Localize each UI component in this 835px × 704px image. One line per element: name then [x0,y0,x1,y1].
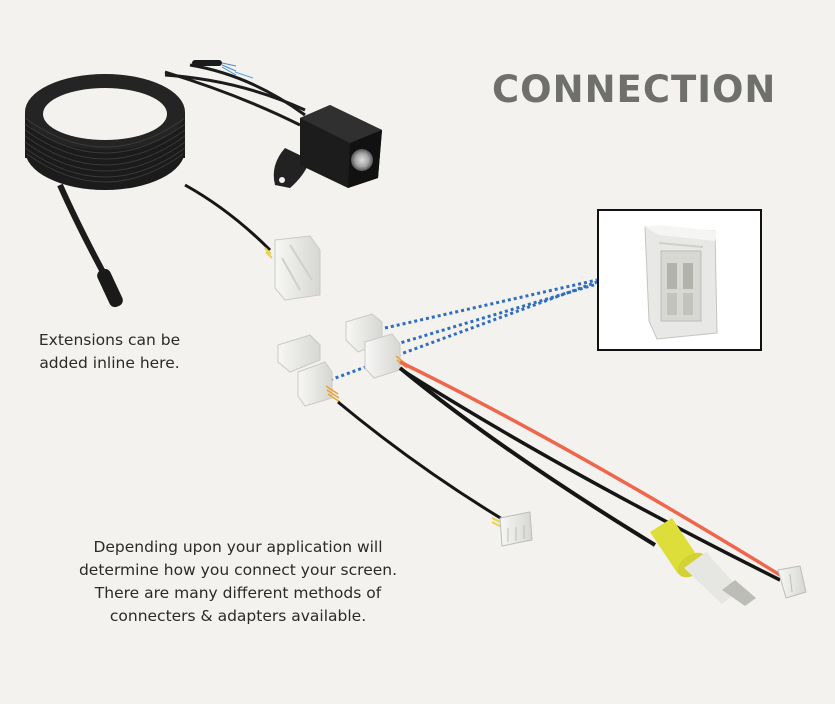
connector-icon [277,334,513,527]
dotted-leader-lines [329,278,598,382]
camera-icon [164,60,382,188]
rca-plug-icon [650,518,756,606]
extensions-caption: Extensions can be added inline here. [38,331,181,372]
connector-icon [264,235,321,301]
connector-detail-box [597,209,762,351]
coiled-cable-icon [24,74,272,308]
page-title: CONNECTION [492,68,777,111]
connector-detail-icon [644,225,718,340]
connector-icon [491,511,533,547]
connection-methods-caption: Depending upon your application will det… [78,538,398,625]
connector-icon [345,313,781,582]
connector-icon [777,565,807,599]
